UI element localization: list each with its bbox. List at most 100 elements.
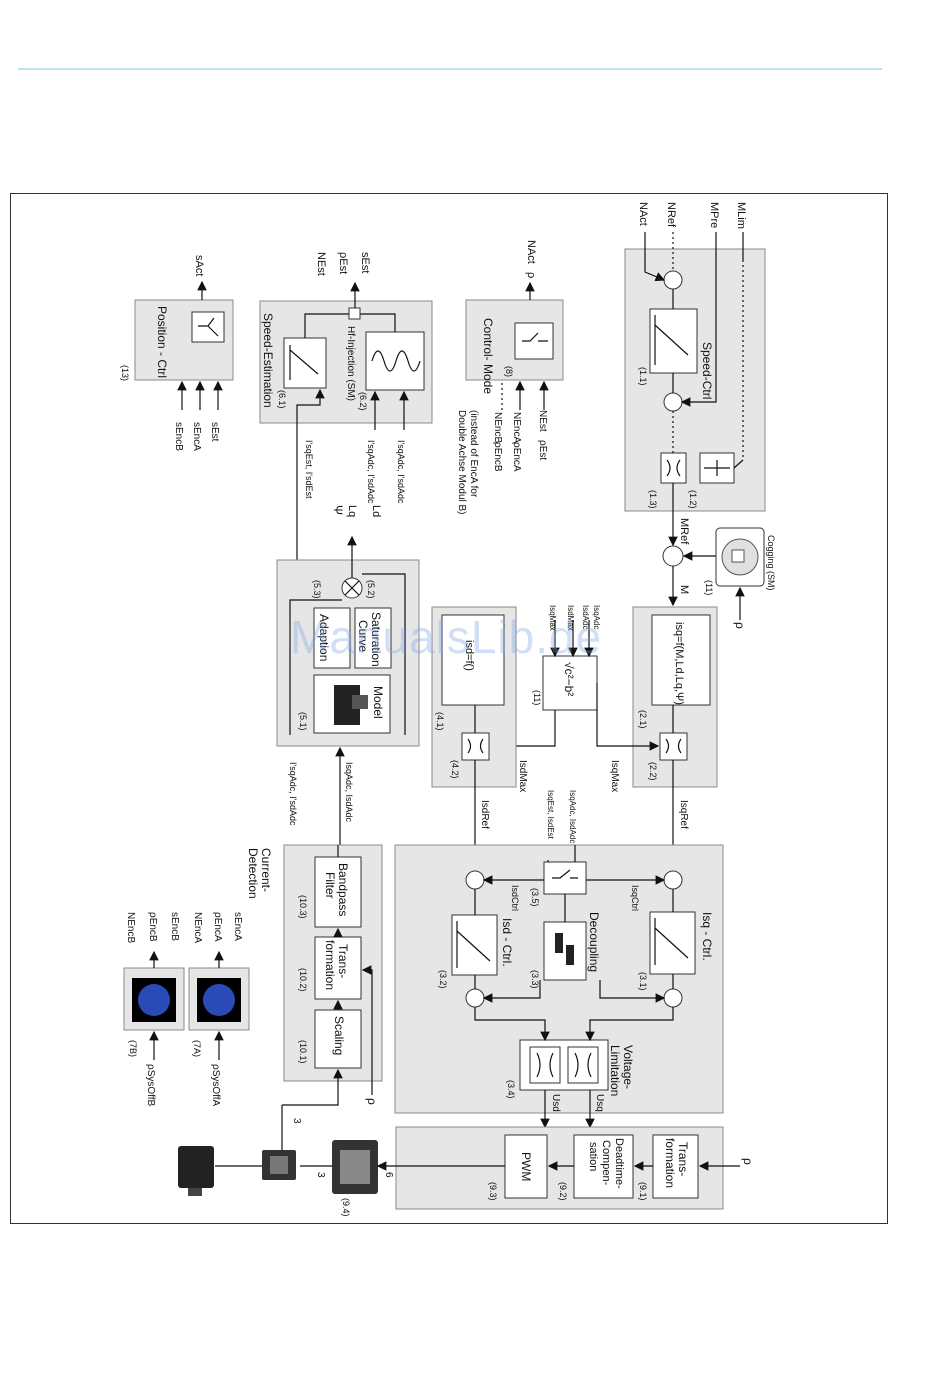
u-sd-label: Usd bbox=[550, 1094, 561, 1112]
control-mode-title: Control- Mode bbox=[481, 318, 495, 394]
watermark: ManualsLib.de bbox=[290, 611, 603, 663]
isd-ctrl-title: Isd - Ctrl. bbox=[500, 918, 514, 967]
speed-ctrl-id-1: (1.1) bbox=[638, 367, 648, 386]
current-ctrl-id-5: (3.5) bbox=[530, 888, 540, 907]
enca-in-rho: ρSysOffA bbox=[210, 1064, 221, 1107]
cogging-sum-junction bbox=[662, 545, 684, 567]
current-fb-2: IsqEst, IsdEst bbox=[546, 790, 555, 840]
cd-trans-line1: Trans- bbox=[336, 944, 350, 978]
cd-trans-line2: formation bbox=[323, 940, 337, 990]
encb-out-s: sEncB bbox=[169, 912, 180, 941]
isd-ctrl-label: IsdCtrl bbox=[510, 885, 520, 911]
position-ctrl-id: (13) bbox=[120, 365, 130, 381]
torque-to-isq-formula: isq=f(M,Ld,Lq,Ψ) bbox=[673, 622, 685, 705]
model-adaption: Adaption bbox=[317, 614, 331, 661]
enca-out-s: sEncA bbox=[232, 912, 243, 941]
current-ctrl-id-2: (3.2) bbox=[438, 970, 448, 989]
speed-ctrl-id-2: (1.2) bbox=[688, 490, 698, 509]
model-out-psi: Ψ bbox=[331, 505, 345, 515]
input-m-pre: MPre bbox=[708, 202, 720, 228]
cogging-rho: ρ bbox=[733, 622, 747, 629]
motor-icon bbox=[178, 1146, 214, 1196]
isq-ctrl-title: Isq - Ctrl. bbox=[700, 912, 714, 961]
control-mode-note-line2: Double Achse Modul B) bbox=[456, 410, 467, 515]
cd-id-1: (10.1) bbox=[298, 1040, 308, 1064]
speed-est-out-n: NEst bbox=[315, 252, 327, 276]
model-id-3: (5.3) bbox=[312, 580, 322, 599]
current-sensor-icon bbox=[262, 1150, 296, 1180]
speed-est-in-3: I'sqAdc, I'sdAdc bbox=[396, 440, 406, 504]
model-id-1: (5.1) bbox=[298, 712, 308, 731]
input-m-lim: MLim bbox=[735, 202, 747, 229]
encoder-a-id: (7A) bbox=[192, 1040, 202, 1057]
speed-estimation-id-2: (6.2) bbox=[358, 392, 368, 411]
encb-out-rho: ρEncB bbox=[147, 912, 158, 942]
control-mode-note-line1: (instead of EncA for bbox=[468, 410, 479, 498]
deadtime-line2: Compen- bbox=[600, 1140, 612, 1186]
control-mode-block: Control- Mode (8) bbox=[465, 299, 564, 394]
model-out-ld: Ld bbox=[370, 505, 382, 517]
speed-estimation-title: Speed-Estimation bbox=[261, 313, 275, 408]
speed-pi-controller bbox=[649, 308, 698, 374]
model-saturation-line2: Curve bbox=[356, 620, 370, 652]
encb-out-n: NEncB bbox=[125, 912, 136, 943]
speed-est-out-rho: ρEst bbox=[337, 252, 349, 274]
output-id-1: (9.1) bbox=[638, 1182, 648, 1201]
cd-id-3: (10.3) bbox=[298, 895, 308, 919]
output-id-3: (9.3) bbox=[488, 1182, 498, 1201]
speed-ctrl-id-3: (1.3) bbox=[648, 490, 658, 509]
fw-in-isd-adc: IsdAdc bbox=[581, 605, 590, 629]
u-sq-label: Usq bbox=[594, 1094, 605, 1112]
position-ctrl-title: Position - Ctrl bbox=[155, 306, 169, 378]
position-ctrl-block: Position - Ctrl (13) bbox=[120, 299, 234, 381]
cm-in-n-est: NEst bbox=[537, 410, 548, 432]
model-title: Model bbox=[371, 686, 385, 719]
position-in-s-enca: sEncA bbox=[191, 422, 202, 451]
out-trans-line2: formation bbox=[663, 1138, 677, 1188]
isq-ctrl-label: IsqCtrl bbox=[630, 885, 640, 911]
deadtime-line3: sation bbox=[587, 1142, 599, 1171]
current-ctrl-id-1: (3.1) bbox=[638, 972, 648, 991]
enca-out-rho: ρEncA bbox=[212, 912, 223, 942]
speed-estimation-id-1: (6.1) bbox=[277, 390, 287, 409]
speed-estimation-block: Speed-Estimation Hf-Injection (SM) (6.1)… bbox=[259, 281, 433, 424]
isd-f-block: isd=f() (4.1) (4.2) bbox=[431, 606, 517, 788]
control-mode-id: (8) bbox=[504, 366, 514, 377]
input-n-ref: NRef bbox=[665, 202, 677, 228]
current-detection-line1: Current- bbox=[259, 848, 273, 892]
model-block: Model Saturation Curve Adaption (5.1) (5… bbox=[276, 535, 420, 747]
output-stage-block: Trans- formation Deadtime- Compen- satio… bbox=[376, 1126, 740, 1210]
isd-ref-label: IsdRef bbox=[479, 800, 490, 829]
cm-in-rho-enca: ρEncA bbox=[511, 442, 522, 472]
hf-injection-label: Hf-Injection (SM) bbox=[345, 326, 356, 401]
encoder-b-block: (7B) bbox=[123, 967, 185, 1057]
pwm-title: PWM bbox=[519, 1152, 533, 1181]
enca-out-n: NEncA bbox=[192, 912, 203, 943]
torque-to-isq-block: isq=f(M,Ld,Lq,Ψ) (2.1) (2.2) bbox=[632, 606, 718, 788]
bandpass-line2: Filter bbox=[323, 872, 337, 899]
scaling-title: Scaling bbox=[332, 1016, 346, 1055]
field-weakening-formula: √c²−b² bbox=[562, 662, 576, 696]
bandpass-line1: Bandpass bbox=[336, 863, 350, 916]
voltage-limitation-line1: Voltage- bbox=[621, 1045, 635, 1089]
position-in-s-est: sEst bbox=[209, 422, 220, 442]
cd-id-2: (10.2) bbox=[298, 968, 308, 992]
cd-rho: ρ bbox=[365, 1098, 379, 1105]
control-mode-out-rho: ρ bbox=[525, 272, 537, 278]
cogging-block: Cogging (SM) (11) bbox=[704, 527, 776, 595]
encoder-b-id: (7B) bbox=[128, 1040, 138, 1057]
encoder-a-block: (7A) bbox=[188, 967, 250, 1057]
cogging-id: (11) bbox=[704, 580, 714, 595]
current-ctrl-id-3: (3.3) bbox=[530, 970, 540, 989]
field-weakening-block: √c²−b² (11) bbox=[488, 620, 660, 751]
output-rho: ρ bbox=[741, 1158, 755, 1165]
current-detection-block: Bandpass Filter Trans- formation Scaling… bbox=[283, 844, 383, 1095]
fw-in-isd-max: IsdMax bbox=[566, 605, 575, 631]
isq-max-label: IsqMax bbox=[609, 760, 620, 792]
diagram-frame bbox=[10, 193, 888, 1224]
current-detection-line2: Detection bbox=[246, 848, 260, 899]
output-id-2: (9.2) bbox=[558, 1182, 568, 1201]
torque-sum-junction bbox=[663, 392, 683, 412]
model-saturation-line1: Saturation bbox=[369, 612, 383, 667]
